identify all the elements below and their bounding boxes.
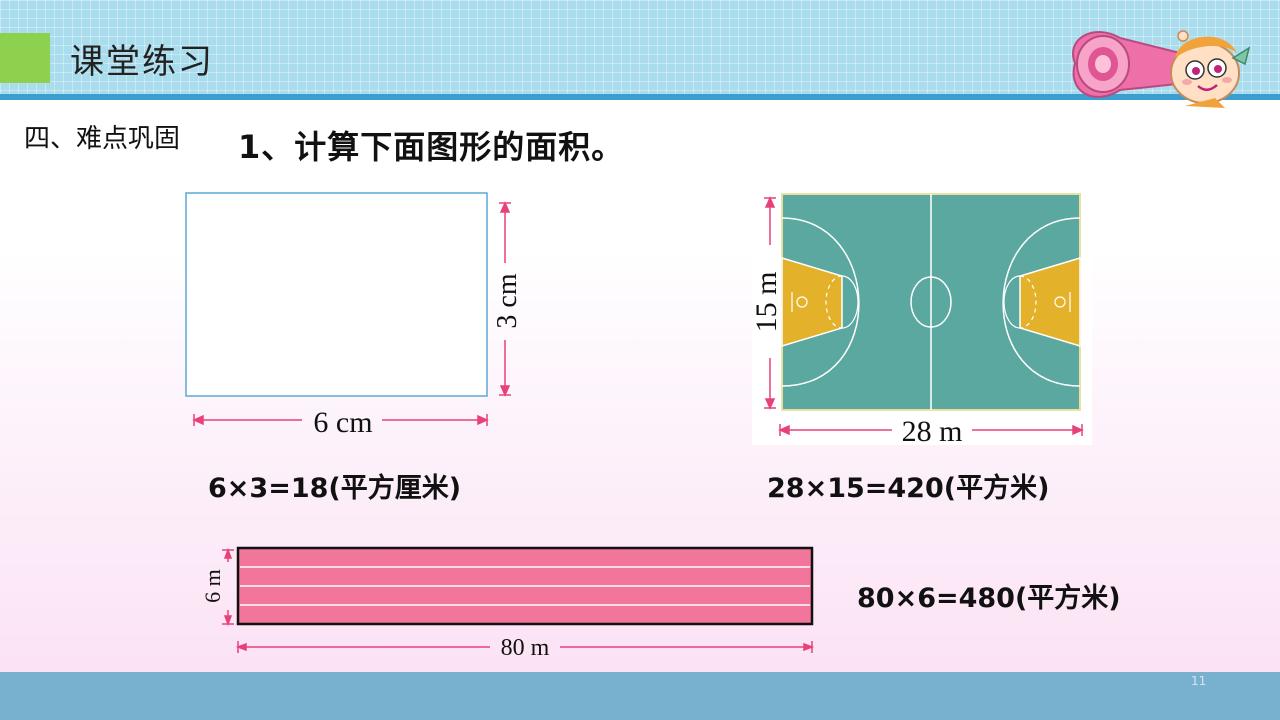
track-height-dimension [222,547,234,627]
rectangle-figure: 3 cm 6 cm [185,192,523,439]
page-title: 课堂练习 [70,42,214,82]
rectangle-answer: 6×3=18(平方厘米) [208,473,462,504]
track-width-dimension [235,641,815,653]
track-width-label: 80 m [501,635,550,661]
court-figure: 15 m 28 m [752,190,1092,445]
rectangle-shape [185,192,488,397]
header-divider [0,94,1280,100]
rectangle-height-label: 3 cm [492,273,523,328]
header-band [0,0,1280,94]
question-text: 1、计算下面图形的面积。 [238,128,625,166]
page-number: 11 [1191,674,1207,688]
court-height-dimension [764,196,776,410]
mascot-megaphone-icon [1072,30,1251,108]
rectangle-height-dimension [499,201,511,397]
track-height-label: 6 m [200,569,225,603]
court-height-label: 15 m [752,272,783,333]
title-accent-block [0,33,50,83]
court-answer: 28×15=420(平方米) [767,473,1050,504]
track-answer: 80×6=480(平方米) [857,583,1121,614]
court-width-dimension [778,424,1084,436]
footer-band [0,672,1280,720]
court-width-label: 28 m [902,415,963,445]
rectangle-width-label: 6 cm [313,406,372,439]
rectangle-width-dimension [192,414,489,426]
section-label: 四、难点巩固 [24,124,181,154]
track-figure: 6 m 80 m [200,546,815,661]
